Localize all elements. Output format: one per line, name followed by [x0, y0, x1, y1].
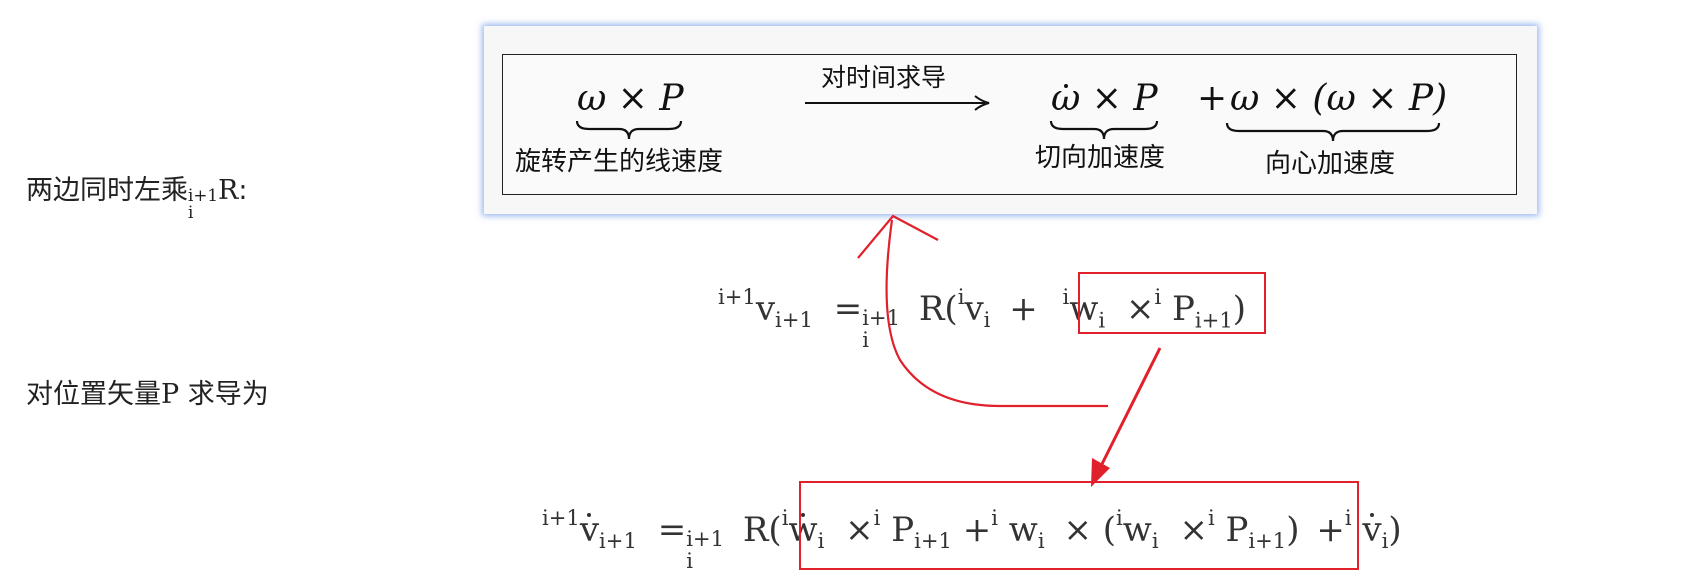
term-linear-velocity: ω × P [577, 78, 684, 119]
highlight-box-derivative-terms [799, 481, 1359, 570]
formula-figure-frame: ω × P 旋转产生的线速度 对时间求导 ω × P 切向加速度 + ω × (… [502, 54, 1517, 195]
eq2-vd-base: v [1362, 509, 1382, 550]
eq2-w2-base: w [1122, 509, 1152, 550]
position-vector-symbol: P [161, 379, 180, 410]
rotation-sub: i [188, 202, 194, 223]
eq2-p1-sup: i [873, 505, 881, 530]
eq2-times3: × [1179, 509, 1208, 550]
eq2-w1-sub: i [1037, 528, 1045, 554]
eq1-plus: + [1009, 288, 1038, 329]
arrow-label: 对时间求导 [821, 63, 947, 92]
eq2-times2: × [1063, 509, 1092, 550]
text-derivative-suffix: 求导为 [179, 379, 269, 410]
eq2-times1: × [845, 509, 874, 550]
eq2-p2-sup: i [1207, 505, 1215, 530]
term-tangential-accel: ω × P [1051, 78, 1158, 119]
eq2-p2-base: P [1225, 509, 1249, 550]
eq1-lhs-sup: i+1 [718, 284, 756, 309]
eq2-vd-sub: i [1381, 528, 1389, 554]
rotation-symbol: R [218, 175, 239, 206]
label-linear-velocity: 旋转产生的线速度 [515, 147, 724, 177]
eq1-r-sub: i [862, 327, 869, 353]
eq1-equals: = [833, 288, 863, 329]
eq2-lhs-base: v [579, 509, 600, 550]
eq1-times: × [1125, 288, 1155, 329]
term-centripetal-accel: ω × (ω × P) [1230, 78, 1448, 119]
eq2-w1-sup: i [991, 505, 998, 530]
down-arrow-line-icon [1094, 347, 1162, 477]
plus-sign: + [1197, 78, 1228, 119]
formula-figure: ω × P 旋转产生的线速度 对时间求导 ω × P 切向加速度 + ω × (… [484, 26, 1537, 214]
label-centripetal-accel: 向心加速度 [1265, 149, 1396, 179]
eq2-r-sup: i+1 [686, 526, 725, 552]
eq1-p-base: P [1172, 288, 1195, 329]
eq2-paren-close: ) [1286, 509, 1300, 550]
eq1-lhs-sub: i+1 [775, 307, 813, 333]
eq2-plus1: + [962, 509, 992, 550]
eq1-r-base: R( [918, 288, 958, 329]
eq2-equals: = [657, 509, 687, 550]
eq1-lhs-base: v [755, 288, 776, 329]
eq2-lhs-sup: i+1 [542, 505, 580, 530]
eq1-v-sub: i [983, 307, 991, 333]
underbrace-mid [1049, 120, 1159, 140]
eq2-wd-sub: i [817, 528, 825, 554]
eq2-w1-base: w [1008, 509, 1038, 550]
eq1-close: ) [1232, 288, 1247, 329]
eq2-w2-sub: i [1151, 528, 1159, 554]
eq2-vd-sup: i [1344, 505, 1352, 530]
eq1-v-base: v [964, 288, 984, 329]
eq2-r-sub: i [686, 548, 693, 574]
eq2-p1-sub: i+1 [914, 528, 952, 554]
eq2-p2-sub: i+1 [1248, 528, 1287, 554]
rotation-sup: i+1 [188, 184, 219, 205]
omega-dot: ω [1051, 78, 1081, 119]
text-left-multiply-prefix: 两边同时左乘 [26, 175, 188, 206]
eq2-lhs-sub: i+1 [599, 528, 637, 554]
curved-arrow-head-icon [857, 214, 939, 259]
eq1-p-sub: i+1 [1194, 307, 1233, 333]
label-tangential-accel: 切向加速度 [1035, 143, 1166, 173]
arrow-right-icon [805, 95, 990, 111]
underbrace-left [575, 120, 683, 140]
eq2-plus2: + [1316, 509, 1345, 550]
eq2-wd-sup: i [781, 505, 789, 530]
eq2-close: ) [1388, 509, 1402, 550]
eq2-w2-sup: i [1116, 505, 1123, 530]
text-derivative-position: 对位置矢量P 求导为 [26, 381, 269, 408]
eq2-r-base: R( [742, 509, 782, 550]
underbrace-right [1225, 122, 1441, 142]
eq2-wd-base: w [788, 509, 818, 550]
colon: : [238, 175, 248, 206]
highlight-box-cross-term [1078, 272, 1266, 334]
eq1-p-sup: i [1154, 284, 1162, 309]
eq2-p1-base: P [891, 509, 915, 550]
eq2-paren-open: ( [1102, 509, 1117, 550]
eq1-r-sup: i+1 [862, 305, 901, 331]
text-derivative-prefix: 对位置矢量 [26, 379, 161, 410]
